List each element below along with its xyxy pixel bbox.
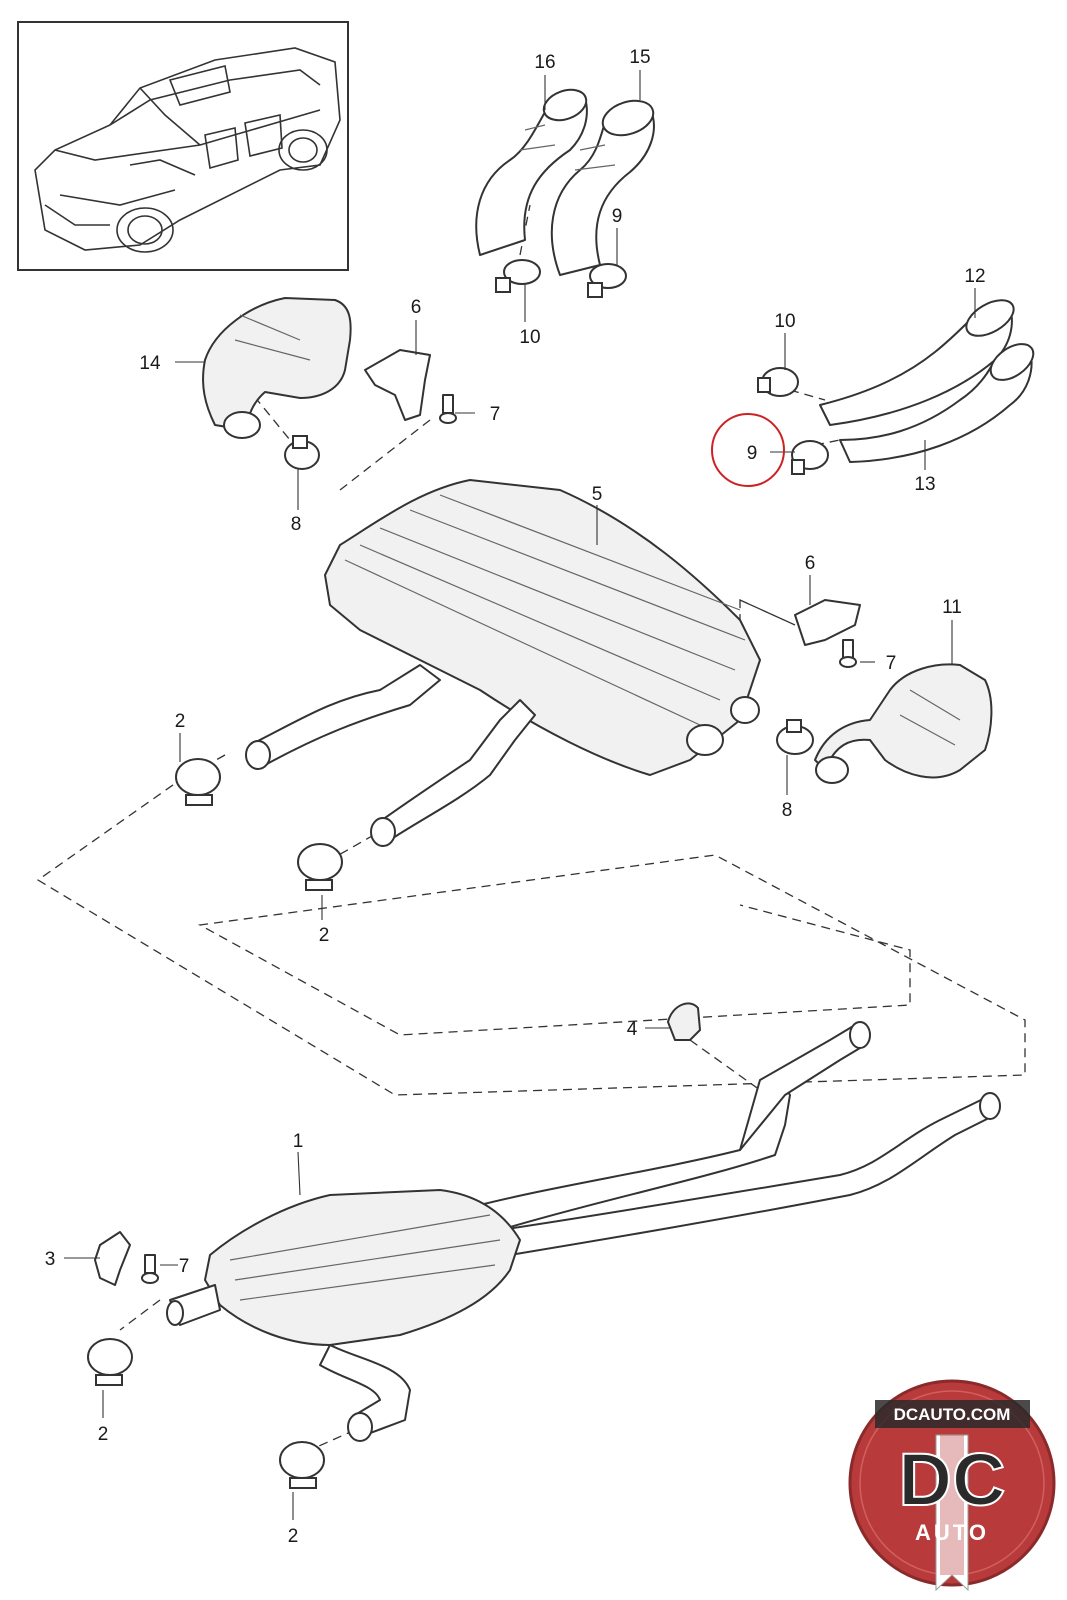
callout-12: 12 [964,266,985,287]
callout-6-upper: 6 [411,297,422,318]
callout-3: 3 [45,1249,56,1270]
vehicle-illustration [34,47,341,253]
callout-7-right: 7 [886,653,897,674]
clamp-2-d [279,1441,325,1489]
clamp-9-top [587,263,627,298]
callout-2-d: 2 [288,1526,299,1547]
callout-7-upper: 7 [490,404,501,425]
callout-6-right: 6 [805,553,816,574]
callout-16: 16 [534,52,555,73]
intermediate-pipes-rear [245,664,536,847]
callout-labels: 16 15 9 10 12 10 9 13 14 6 7 8 5 6 7 11 … [45,47,986,1547]
rear-muffler-5 [324,479,761,776]
callout-10-right: 10 [774,311,795,332]
callout-9-top: 9 [612,206,623,227]
callout-4: 4 [627,1019,638,1040]
callout-9-right: 9 [747,443,758,464]
clamp-8-right [776,719,814,755]
callout-10-top: 10 [519,327,540,348]
callout-11: 11 [942,597,962,618]
dcauto-logo: DCAUTO.COM DC AUTO [848,1379,1056,1592]
logo-letters: DC [899,1438,1006,1521]
callout-2-a: 2 [175,711,186,732]
front-pipes [479,1021,1001,1256]
tail-silencer-11 [814,663,993,784]
callout-5: 5 [592,484,603,505]
clamp-10-top [495,259,541,293]
callout-1: 1 [293,1131,304,1152]
callout-7-lower: 7 [179,1256,190,1277]
front-muffler-1 [166,1189,521,1442]
hanger-4 [667,1002,701,1041]
tailpipe-16 [475,88,588,256]
tail-silencer-14 [202,297,352,439]
callout-2-c: 2 [98,1424,109,1445]
logo-bottom-text: AUTO [915,1520,989,1545]
callout-8-right: 8 [782,800,793,821]
clamp-10-right [757,367,799,397]
assembly-guide-lines [36,204,1026,1451]
bracket-3 [94,1231,131,1286]
vehicle-inset [17,21,349,271]
tailpipe-12 [819,299,1015,426]
bracket-6-upper [364,349,431,421]
tailpipe-15 [550,99,655,276]
callout-13: 13 [914,474,935,495]
callout-14: 14 [139,353,161,374]
clamp-2-c [87,1338,133,1386]
clamp-9-right [791,440,829,475]
bolt-7-lower [141,1254,159,1284]
clamp-2-b [297,843,343,891]
bracket-6-right [794,599,861,646]
callout-8-upper: 8 [291,514,302,535]
bolt-7-upper [439,394,457,424]
callout-15: 15 [629,47,650,68]
logo-top-text: DCAUTO.COM [894,1405,1011,1424]
clamp-2-a [175,758,221,806]
bolt-7-right [839,639,857,668]
highlight-circle [711,413,785,487]
leader-lines [64,70,976,1520]
clamp-8-upper [284,435,320,470]
callout-2-b: 2 [319,925,330,946]
tailpipe-13 [839,343,1035,463]
